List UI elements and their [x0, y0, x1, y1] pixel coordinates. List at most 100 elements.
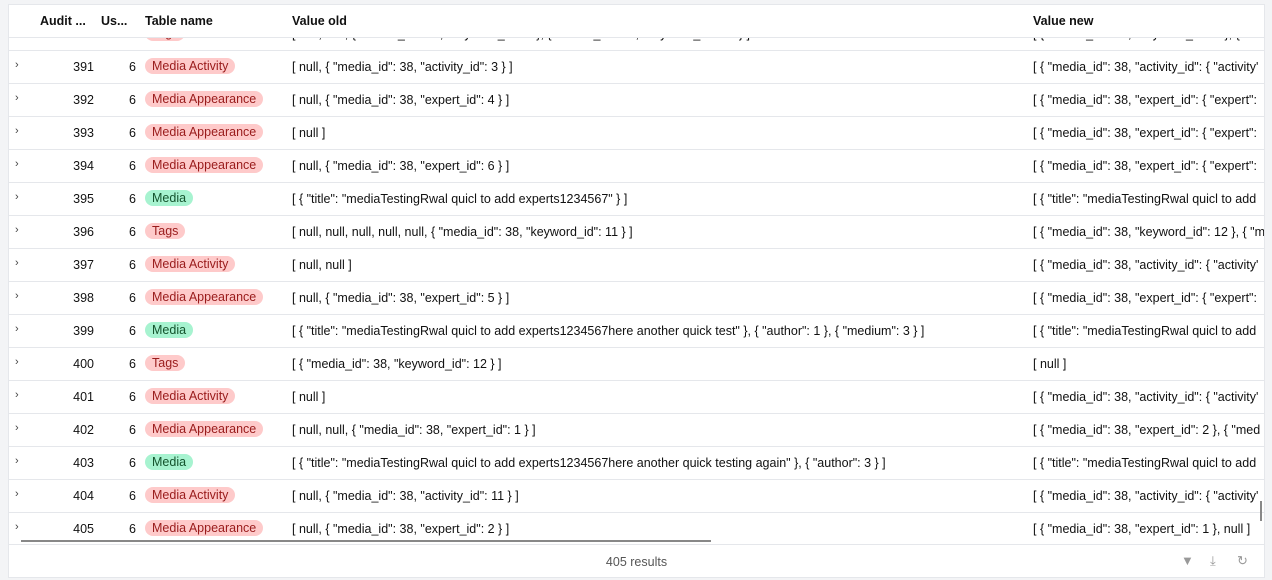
user-id-cell: 6: [129, 489, 136, 503]
user-id-cell: 6: [129, 324, 136, 338]
table-row[interactable]: › 400 6 Tags [ { "media_id": 38, "keywor…: [9, 348, 1264, 381]
table-name-badge: Media Appearance: [145, 157, 264, 173]
audit-id-cell: 390: [73, 38, 94, 41]
value-new-cell: [ { "media_id": 38, "expert_id": { "expe…: [1033, 291, 1257, 305]
value-new-cell: [ { "title": "mediaTestingRwal quicl to …: [1033, 192, 1257, 206]
value-new-cell: [ { "media_id": 38, "activity_id": { "ac…: [1033, 258, 1259, 272]
column-value-new[interactable]: Value new: [1033, 14, 1094, 28]
expand-chevron-icon[interactable]: ›: [15, 224, 19, 236]
refresh-icon[interactable]: ↻: [1237, 553, 1248, 568]
user-id-cell: 6: [129, 423, 136, 437]
table-name-badge: Media: [145, 454, 194, 470]
value-new-cell: [ { "media_id": 38, "expert_id": { "expe…: [1033, 93, 1257, 107]
user-id-cell: 6: [129, 357, 136, 371]
audit-id-cell: 403: [73, 456, 94, 470]
column-audit-id[interactable]: Audit ...: [40, 14, 86, 28]
value-old-cell: [ { "title": "mediaTestingRwal quicl to …: [292, 192, 628, 206]
expand-chevron-icon[interactable]: ›: [15, 389, 19, 401]
expand-chevron-icon[interactable]: ›: [15, 521, 19, 533]
table-row[interactable]: › 398 6 Media Appearance [ null, { "medi…: [9, 282, 1264, 315]
table-row[interactable]: › 393 6 Media Appearance [ null ] [ { "m…: [9, 117, 1264, 150]
expand-chevron-icon[interactable]: ›: [15, 488, 19, 500]
value-old-cell: [ null, { "media_id": 38, "expert_id": 5…: [292, 291, 510, 305]
audit-table: Audit ... Us... Table name Value old Val…: [8, 4, 1265, 578]
table-row[interactable]: › 392 6 Media Appearance [ null, { "medi…: [9, 84, 1264, 117]
column-user-id[interactable]: Us...: [101, 14, 128, 28]
table-row[interactable]: › 399 6 Media [ { "title": "mediaTesting…: [9, 315, 1264, 348]
expand-chevron-icon[interactable]: ›: [15, 191, 19, 203]
table-row[interactable]: › 397 6 Media Activity [ null, null ] [ …: [9, 249, 1264, 282]
expand-chevron-icon[interactable]: ›: [15, 455, 19, 467]
user-id-cell: 6: [129, 38, 136, 41]
expand-chevron-icon[interactable]: ›: [15, 257, 19, 269]
value-old-cell: [ { "media_id": 38, "keyword_id": 12 } ]: [292, 357, 502, 371]
table-row[interactable]: › 391 6 Media Activity [ null, { "media_…: [9, 51, 1264, 84]
audit-id-cell: 398: [73, 291, 94, 305]
table-row[interactable]: › 403 6 Media [ { "title": "mediaTesting…: [9, 447, 1264, 480]
table-row[interactable]: › 395 6 Media [ { "title": "mediaTesting…: [9, 183, 1264, 216]
expand-chevron-icon[interactable]: ›: [15, 92, 19, 104]
value-new-cell: [ { "title": "mediaTestingRwal quicl to …: [1033, 324, 1257, 338]
user-id-cell: 6: [129, 192, 136, 206]
filter-icon[interactable]: ▼: [1181, 553, 1194, 568]
table-row[interactable]: › 401 6 Media Activity [ null ] [ { "med…: [9, 381, 1264, 414]
table-row[interactable]: › 390 6 Tags [ null, null, { "media_id":…: [9, 38, 1264, 51]
value-new-cell: [ { "media_id": 38, "keyword_id": 8 }, {…: [1033, 38, 1258, 41]
user-id-cell: 6: [129, 258, 136, 272]
value-new-cell: [ { "media_id": 38, "expert_id": 1 }, nu…: [1033, 522, 1251, 536]
value-old-cell: [ null, null, { "media_id": 38, "expert_…: [292, 423, 536, 437]
value-new-cell: [ { "media_id": 38, "keyword_id": 12 }, …: [1033, 225, 1264, 239]
column-table-name[interactable]: Table name: [145, 14, 213, 28]
expand-chevron-icon[interactable]: ›: [15, 125, 19, 137]
user-id-cell: 6: [129, 60, 136, 74]
audit-id-cell: 392: [73, 93, 94, 107]
vertical-scrollbar[interactable]: [1260, 501, 1262, 521]
audit-id-cell: 399: [73, 324, 94, 338]
download-icon[interactable]: ⤓: [1210, 553, 1216, 568]
audit-id-cell: 397: [73, 258, 94, 272]
audit-id-cell: 391: [73, 60, 94, 74]
expand-chevron-icon[interactable]: ›: [15, 290, 19, 302]
table-row[interactable]: › 402 6 Media Appearance [ null, null, {…: [9, 414, 1264, 447]
value-old-cell: [ null, null, { "media_id": 38, "keyword…: [292, 38, 750, 41]
value-old-cell: [ null, null, null, null, null, { "media…: [292, 225, 633, 239]
table-name-badge: Tags: [145, 355, 186, 371]
audit-id-cell: 395: [73, 192, 94, 206]
expand-chevron-icon[interactable]: ›: [15, 356, 19, 368]
results-count: 405 results: [605, 555, 668, 569]
column-value-old[interactable]: Value old: [292, 14, 347, 28]
expand-chevron-icon[interactable]: ›: [15, 59, 19, 71]
value-old-cell: [ null, { "media_id": 38, "expert_id": 4…: [292, 93, 510, 107]
value-old-cell: [ null ]: [292, 126, 326, 140]
expand-chevron-icon[interactable]: ›: [15, 422, 19, 434]
value-old-cell: [ null, { "media_id": 38, "activity_id":…: [292, 489, 519, 503]
value-old-cell: [ { "title": "mediaTestingRwal quicl to …: [292, 324, 925, 338]
expand-chevron-icon[interactable]: ›: [15, 323, 19, 335]
table-row[interactable]: › 404 6 Media Activity [ null, { "media_…: [9, 480, 1264, 513]
audit-id-cell: 393: [73, 126, 94, 140]
value-new-cell: [ { "media_id": 38, "expert_id": { "expe…: [1033, 159, 1257, 173]
user-id-cell: 6: [129, 522, 136, 536]
table-name-badge: Tags: [145, 38, 186, 41]
table-name-badge: Media Appearance: [145, 520, 264, 536]
value-new-cell: [ { "media_id": 38, "activity_id": { "ac…: [1033, 390, 1259, 404]
value-new-cell: [ { "media_id": 38, "activity_id": { "ac…: [1033, 60, 1259, 74]
user-id-cell: 6: [129, 93, 136, 107]
table-name-badge: Media Activity: [145, 487, 236, 503]
horizontal-scrollbar[interactable]: [21, 540, 711, 542]
table-row[interactable]: › 394 6 Media Appearance [ null, { "medi…: [9, 150, 1264, 183]
expand-chevron-icon[interactable]: ›: [15, 158, 19, 170]
value-new-cell: [ { "media_id": 38, "activity_id": { "ac…: [1033, 489, 1259, 503]
value-old-cell: [ null, { "media_id": 38, "activity_id":…: [292, 60, 513, 74]
table-name-badge: Media Activity: [145, 58, 236, 74]
table-name-badge: Media Activity: [145, 388, 236, 404]
table-name-badge: Media Appearance: [145, 421, 264, 437]
user-id-cell: 6: [129, 291, 136, 305]
audit-id-cell: 402: [73, 423, 94, 437]
table-row[interactable]: › 396 6 Tags [ null, null, null, null, n…: [9, 216, 1264, 249]
value-old-cell: [ null, { "media_id": 38, "expert_id": 6…: [292, 159, 510, 173]
user-id-cell: 6: [129, 225, 136, 239]
value-new-cell: [ { "media_id": 38, "expert_id": 2 }, { …: [1033, 423, 1261, 437]
value-old-cell: [ null, null ]: [292, 258, 352, 272]
table-name-badge: Media Appearance: [145, 91, 264, 107]
